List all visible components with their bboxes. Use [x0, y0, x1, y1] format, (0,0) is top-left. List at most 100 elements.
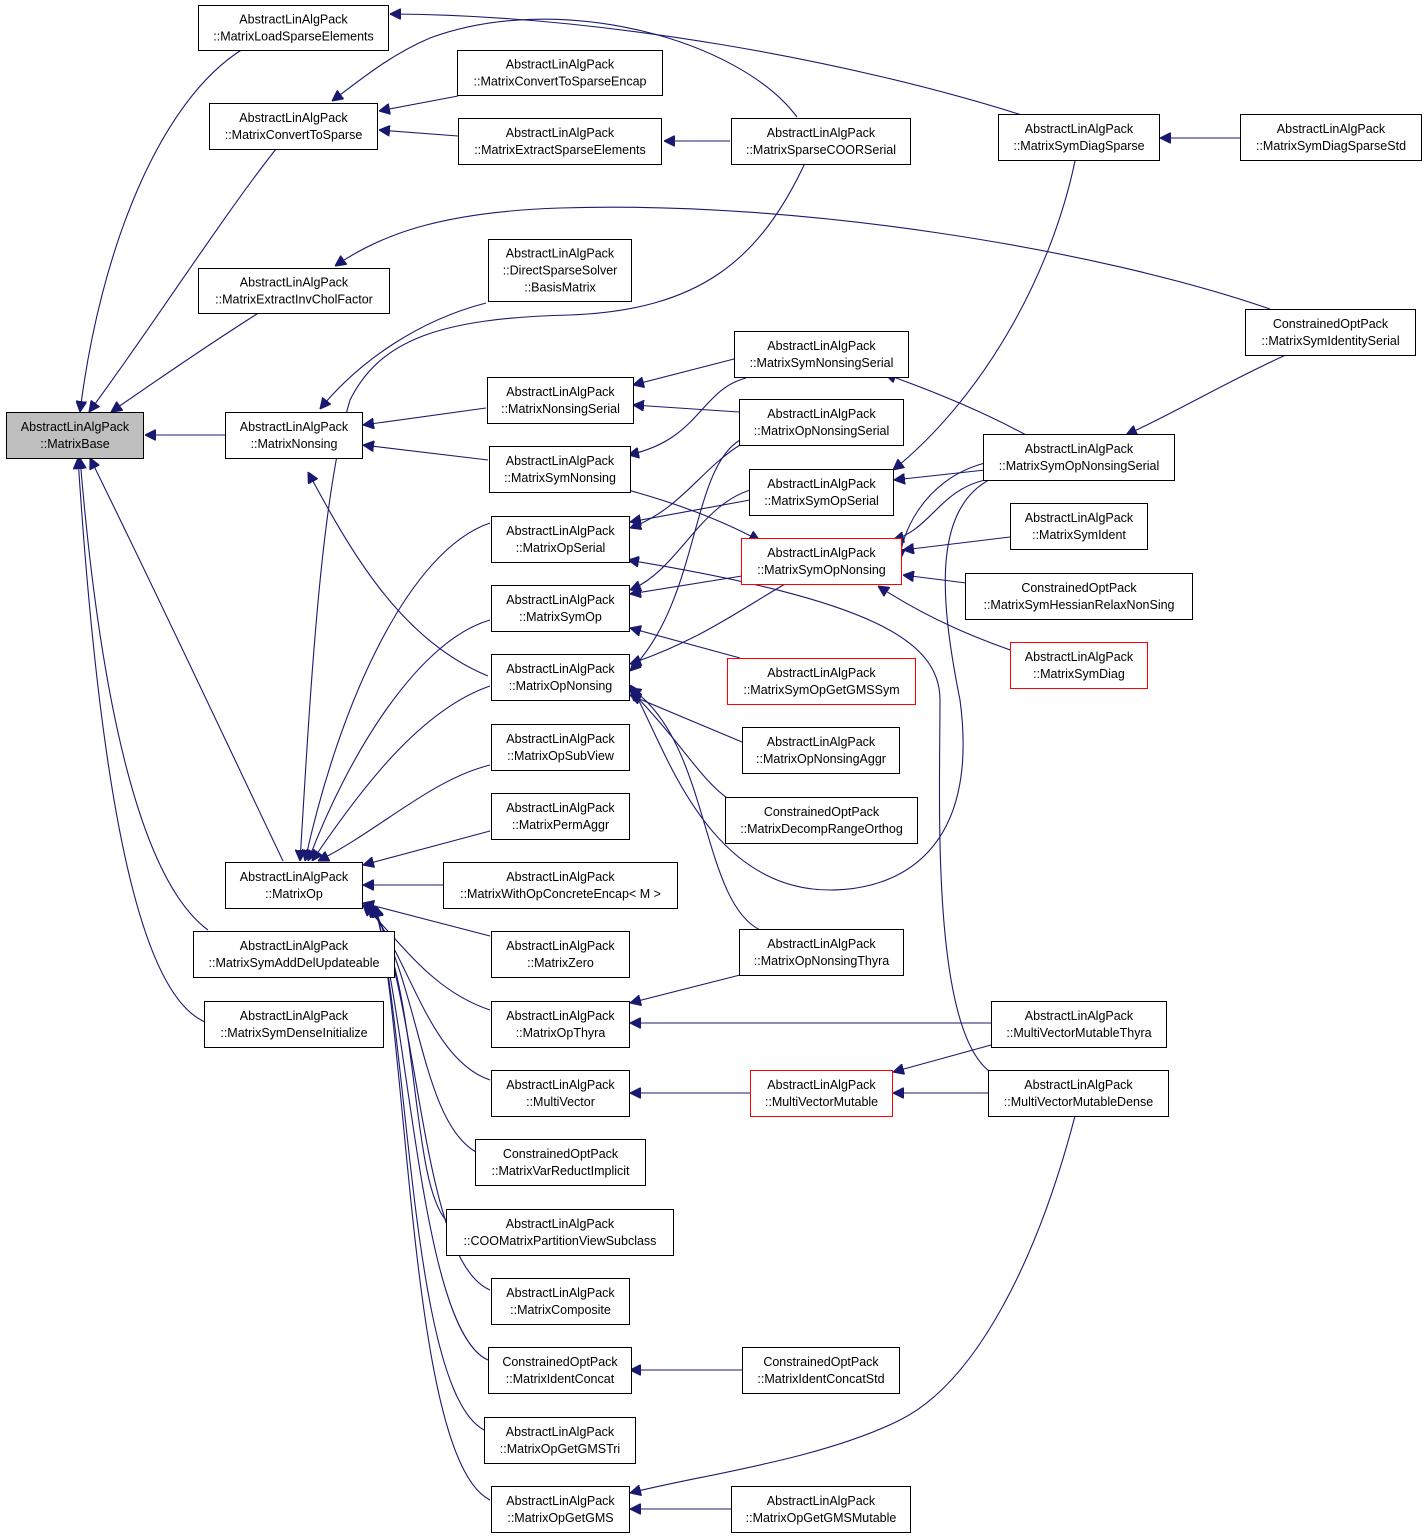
node-box	[491, 931, 630, 978]
class-node-matrix-op-nonsing-serial[interactable]: AbstractLinAlgPack::MatrixOpNonsingSeria…	[739, 399, 904, 446]
class-node-matrix-var-reduct-implicit[interactable]: ConstrainedOptPack::MatrixVarReductImpli…	[475, 1139, 646, 1186]
node-namespace-label: AbstractLinAlgPack	[239, 111, 348, 125]
node-box	[1240, 114, 1422, 161]
class-node-matrix-extract-sparse-elements[interactable]: AbstractLinAlgPack::MatrixExtractSparseE…	[458, 118, 662, 165]
class-node-matrix-base[interactable]: AbstractLinAlgPack::MatrixBase	[6, 412, 144, 459]
class-node-matrix-op-nonsing-aggr[interactable]: AbstractLinAlgPack::MatrixOpNonsingAggr	[742, 727, 900, 774]
edge	[379, 95, 459, 111]
class-node-matrix-convert-to-sparse[interactable]: AbstractLinAlgPack::MatrixConvertToSpars…	[209, 103, 378, 150]
class-node-matrix-sym-ident[interactable]: AbstractLinAlgPack::MatrixSymIdent	[1010, 503, 1148, 550]
node-class-label: ::MatrixOpNonsingSerial	[754, 424, 889, 438]
node-box	[750, 1070, 893, 1117]
class-node-matrix-op-get-gms[interactable]: AbstractLinAlgPack::MatrixOpGetGMS	[491, 1486, 630, 1533]
class-node-matrix-op-sub-view[interactable]: AbstractLinAlgPack::MatrixOpSubView	[491, 724, 630, 771]
node-class-label: ::MatrixExtractInvCholFactor	[215, 293, 373, 307]
class-node-matrix-op-get-gms-mutable[interactable]: AbstractLinAlgPack::MatrixOpGetGMSMutabl…	[731, 1486, 911, 1533]
node-namespace-label: AbstractLinAlgPack	[767, 666, 876, 680]
edge	[80, 48, 244, 412]
class-node-matrix-op-serial[interactable]: AbstractLinAlgPack::MatrixOpSerial	[491, 516, 630, 563]
class-node-matrix-sym-op-nonsing-serial[interactable]: AbstractLinAlgPack::MatrixSymOpNonsingSe…	[983, 434, 1175, 481]
node-box	[193, 931, 395, 978]
class-node-matrix-sym-diag[interactable]: AbstractLinAlgPack::MatrixSymDiag	[1010, 642, 1148, 689]
edge	[312, 685, 491, 861]
class-node-matrix-sym-add-del-updateable[interactable]: AbstractLinAlgPack::MatrixSymAddDelUpdat…	[193, 931, 395, 978]
node-namespace-label: AbstractLinAlgPack	[1025, 511, 1134, 525]
class-node-matrix-extract-inv-chol-factor[interactable]: AbstractLinAlgPack::MatrixExtractInvChol…	[198, 268, 390, 314]
node-class-label: ::COOMatrixPartitionViewSubclass	[464, 1234, 657, 1248]
edge	[630, 583, 786, 664]
edge	[630, 1115, 1076, 1493]
node-class-label: ::MatrixSymNonsingSerial	[750, 356, 894, 370]
node-namespace-label: AbstractLinAlgPack	[1025, 1009, 1134, 1023]
class-node-multi-vector[interactable]: AbstractLinAlgPack::MultiVector	[491, 1070, 630, 1117]
class-node-matrix-zero[interactable]: AbstractLinAlgPack::MatrixZero	[491, 931, 630, 978]
class-node-coo-matrix-partition-view-subclass[interactable]: AbstractLinAlgPack::COOMatrixPartitionVi…	[446, 1209, 674, 1256]
edge	[80, 458, 209, 931]
class-node-matrix-sym-diag-sparse[interactable]: AbstractLinAlgPack::MatrixSymDiagSparse	[998, 114, 1160, 161]
class-node-matrix-perm-aggr[interactable]: AbstractLinAlgPack::MatrixPermAggr	[491, 793, 630, 840]
node-namespace-label: AbstractLinAlgPack	[506, 1009, 615, 1023]
edge	[390, 14, 1029, 118]
node-class-label: ::MatrixOpSubView	[507, 749, 615, 763]
class-node-matrix-nonsing-serial[interactable]: AbstractLinAlgPack::MatrixNonsingSerial	[487, 377, 634, 424]
class-node-basis-matrix[interactable]: AbstractLinAlgPack::DirectSparseSolver::…	[488, 239, 632, 302]
class-node-matrix-sym-op-serial[interactable]: AbstractLinAlgPack::MatrixSymOpSerial	[749, 469, 894, 516]
class-node-matrix-composite[interactable]: AbstractLinAlgPack::MatrixComposite	[491, 1278, 630, 1325]
class-node-matrix-ident-concat-std[interactable]: ConstrainedOptPack::MatrixIdentConcatStd	[742, 1347, 900, 1394]
edge	[379, 130, 459, 137]
class-node-matrix-ident-concat[interactable]: ConstrainedOptPack::MatrixIdentConcat	[488, 1347, 632, 1394]
edge	[376, 906, 491, 1501]
node-box	[742, 1347, 900, 1394]
class-node-matrix-op-nonsing-thyra[interactable]: AbstractLinAlgPack::MatrixOpNonsingThyra	[739, 929, 904, 976]
class-node-matrix-sym-hessian-relax-non-sing[interactable]: ConstrainedOptPack::MatrixSymHessianRela…	[965, 573, 1193, 620]
class-node-matrix-sym-nonsing-serial[interactable]: AbstractLinAlgPack::MatrixSymNonsingSeri…	[734, 331, 909, 378]
class-node-multi-vector-mutable[interactable]: AbstractLinAlgPack::MultiVectorMutable	[750, 1070, 893, 1117]
node-namespace-label: AbstractLinAlgPack	[767, 735, 876, 749]
node-class-label: ::MatrixOpSerial	[516, 541, 606, 555]
class-node-matrix-sym-identity-serial[interactable]: ConstrainedOptPack::MatrixSymIdentitySer…	[1245, 309, 1416, 356]
node-namespace-label: AbstractLinAlgPack	[506, 454, 615, 468]
node-box	[727, 658, 916, 705]
node-namespace-label: AbstractLinAlgPack	[767, 546, 876, 560]
node-class-label: ::MultiVectorMutableDense	[1004, 1095, 1153, 1109]
node-box	[489, 446, 631, 493]
edge	[628, 377, 747, 455]
class-node-matrix-nonsing[interactable]: AbstractLinAlgPack::MatrixNonsing	[225, 412, 363, 459]
edge	[78, 458, 209, 1024]
node-box	[491, 1486, 630, 1533]
node-class-label: ::MatrixSymAddDelUpdateable	[209, 956, 380, 970]
node-box	[491, 516, 630, 563]
node-class-label: ::MatrixIdentConcatStd	[757, 1372, 884, 1386]
class-node-matrix-sym-nonsing[interactable]: AbstractLinAlgPack::MatrixSymNonsing	[489, 446, 631, 493]
node-class-label: ::MatrixIdentConcat	[506, 1372, 615, 1386]
class-node-multi-vector-mutable-dense[interactable]: AbstractLinAlgPack::MultiVectorMutableDe…	[988, 1070, 1169, 1117]
class-node-matrix-op-get-gms-tri[interactable]: AbstractLinAlgPack::MatrixOpGetGMSTri	[484, 1417, 636, 1464]
node-namespace-label: AbstractLinAlgPack	[1025, 122, 1134, 136]
node-namespace-label: AbstractLinAlgPack	[506, 1286, 615, 1300]
class-node-matrix-sym-diag-sparse-std[interactable]: AbstractLinAlgPack::MatrixSymDiagSparseS…	[1240, 114, 1422, 161]
node-namespace-label: AbstractLinAlgPack	[506, 1217, 615, 1231]
class-node-matrix-op-thyra[interactable]: AbstractLinAlgPack::MatrixOpThyra	[491, 1001, 630, 1048]
node-class-label: ::MultiVectorMutableThyra	[1006, 1026, 1151, 1040]
node-namespace-label: AbstractLinAlgPack	[506, 662, 615, 676]
class-node-matrix-sparse-coor-serial[interactable]: AbstractLinAlgPack::MatrixSparseCOORSeri…	[731, 118, 911, 165]
class-node-matrix-sym-op-nonsing[interactable]: AbstractLinAlgPack::MatrixSymOpNonsing	[741, 538, 902, 585]
class-node-matrix-sym-op-get-gms-sym[interactable]: AbstractLinAlgPack::MatrixSymOpGetGMSSym	[727, 658, 916, 705]
node-class-label: ::MatrixSymOpNonsing	[757, 563, 886, 577]
class-node-matrix-with-op-concrete-encap[interactable]: AbstractLinAlgPack::MatrixWithOpConcrete…	[443, 862, 678, 909]
edge	[630, 439, 741, 671]
class-node-matrix-sym-op[interactable]: AbstractLinAlgPack::MatrixSymOp	[491, 585, 630, 632]
node-namespace-label: AbstractLinAlgPack	[240, 276, 349, 290]
class-node-matrix-op-nonsing[interactable]: AbstractLinAlgPack::MatrixOpNonsing	[491, 654, 630, 701]
class-node-multi-vector-mutable-thyra[interactable]: AbstractLinAlgPack::MultiVectorMutableTh…	[991, 1001, 1167, 1048]
nodes-layer: AbstractLinAlgPack::MatrixBaseAbstractLi…	[6, 5, 1422, 1533]
edge	[300, 160, 807, 861]
node-class-label: ::MatrixSymDenseInitialize	[220, 1026, 367, 1040]
class-node-matrix-load-sparse-elements[interactable]: AbstractLinAlgPack::MatrixLoadSparseElem…	[198, 5, 389, 51]
node-class-label: ::MatrixSymOp	[519, 610, 602, 624]
node-namespace-label: AbstractLinAlgPack	[506, 593, 615, 607]
class-node-matrix-convert-to-sparse-encap[interactable]: AbstractLinAlgPack::MatrixConvertToSpars…	[457, 50, 663, 96]
class-node-matrix-op[interactable]: AbstractLinAlgPack::MatrixOp	[225, 862, 363, 909]
class-node-matrix-sym-dense-initialize[interactable]: AbstractLinAlgPack::MatrixSymDenseInitia…	[204, 1001, 384, 1048]
class-node-matrix-decomp-range-orthog[interactable]: ConstrainedOptPack::MatrixDecompRangeOrt…	[725, 797, 918, 844]
